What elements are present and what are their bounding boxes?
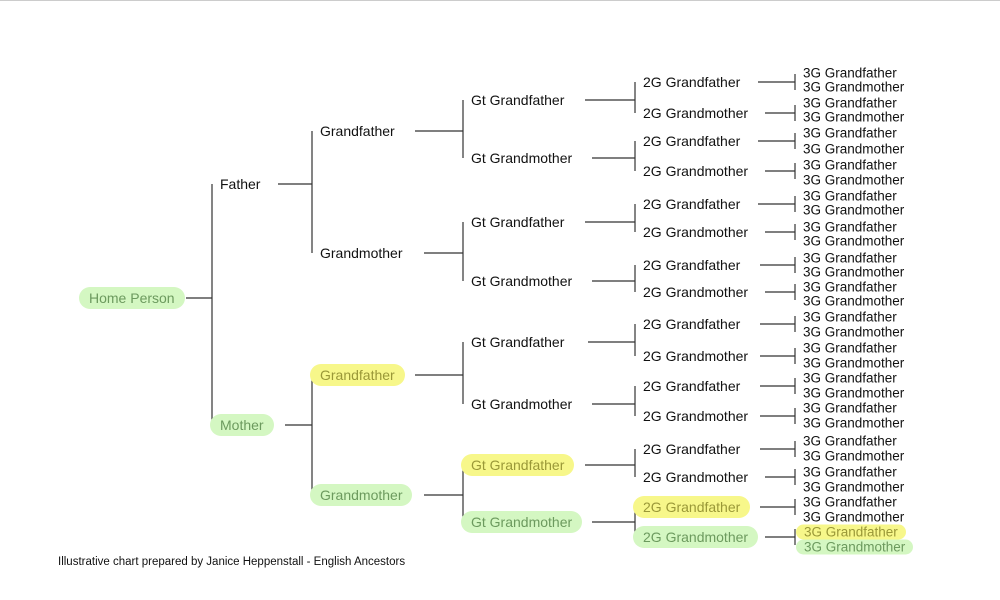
person-node: Mother bbox=[210, 414, 274, 436]
person-node: 3G Grandfather bbox=[803, 279, 897, 295]
person-node: 3G Grandmother bbox=[803, 385, 905, 401]
person-node: 2G Grandmother bbox=[643, 348, 749, 364]
chart-credit: Illustrative chart prepared by Janice He… bbox=[58, 556, 406, 568]
person-node: 2G Grandfather bbox=[643, 441, 741, 457]
person-node: 3G Grandfather bbox=[803, 464, 897, 480]
person-node: Gt Grandfather bbox=[461, 454, 575, 476]
person-node: 2G Grandmother bbox=[643, 284, 749, 300]
person-node: 3G Grandmother bbox=[803, 233, 905, 249]
person-node: Gt Grandmother bbox=[471, 396, 573, 412]
person-node: 3G Grandmother bbox=[803, 509, 905, 525]
person-node: 3G Grandfather bbox=[803, 250, 897, 266]
person-node: 3G Grandmother bbox=[803, 202, 905, 218]
person-node: 2G Grandfather bbox=[643, 196, 741, 212]
person-node: 2G Grandfather bbox=[643, 257, 741, 273]
person-node: 2G Grandmother bbox=[643, 105, 749, 121]
person-node: Gt Grandmother bbox=[471, 150, 573, 166]
person-node: 3G Grandmother bbox=[803, 79, 905, 95]
person-node: 2G Grandfather bbox=[633, 496, 751, 518]
person-node: 3G Grandmother bbox=[803, 355, 905, 371]
person-node: 3G Grandmother bbox=[803, 324, 905, 340]
person-node: 3G Grandmother bbox=[803, 264, 905, 280]
person-node: 2G Grandfather bbox=[643, 74, 741, 90]
person-node: 3G Grandfather bbox=[803, 95, 897, 111]
person-node: 2G Grandmother bbox=[643, 224, 749, 240]
person-node: 2G Grandmother bbox=[643, 163, 749, 179]
person-node: 2G Grandfather bbox=[643, 133, 741, 149]
person-node: 3G Grandfather bbox=[803, 494, 897, 510]
person-node: Grandfather bbox=[310, 364, 405, 386]
person-node: 3G Grandfather bbox=[803, 400, 897, 416]
person-node: 3G Grandmother bbox=[796, 539, 914, 555]
person-node: 2G Grandfather bbox=[643, 378, 741, 394]
person-node: 3G Grandfather bbox=[803, 125, 897, 141]
person-node: Gt Grandfather bbox=[471, 214, 565, 230]
person-node: 3G Grandfather bbox=[803, 157, 897, 173]
person-node: Gt Grandmother bbox=[471, 273, 573, 289]
person-node: 2G Grandmother bbox=[633, 526, 759, 548]
person-node: 3G Grandfather bbox=[803, 65, 897, 81]
person-node: Gt Grandfather bbox=[471, 92, 565, 108]
person-node: 3G Grandfather bbox=[803, 309, 897, 325]
person-node: Grandmother bbox=[310, 484, 413, 506]
person-node: 2G Grandfather bbox=[643, 316, 741, 332]
person-node: 2G Grandmother bbox=[643, 408, 749, 424]
person-node: 3G Grandmother bbox=[803, 172, 905, 188]
person-node: 2G Grandmother bbox=[643, 469, 749, 485]
person-node: 3G Grandmother bbox=[803, 109, 905, 125]
person-node: Home Person bbox=[79, 287, 185, 309]
person-node: 3G Grandfather bbox=[803, 433, 897, 449]
person-node: Gt Grandfather bbox=[471, 334, 565, 350]
person-node: Grandfather bbox=[320, 123, 395, 139]
person-node: 3G Grandmother bbox=[803, 448, 905, 464]
person-node: Father bbox=[220, 176, 261, 192]
person-node: Gt Grandmother bbox=[461, 511, 583, 533]
person-node: 3G Grandmother bbox=[803, 415, 905, 431]
person-node: 3G Grandmother bbox=[803, 479, 905, 495]
person-node: Grandmother bbox=[320, 245, 403, 261]
person-node: 3G Grandfather bbox=[803, 219, 897, 235]
person-node: 3G Grandfather bbox=[803, 370, 897, 386]
person-node: 3G Grandfather bbox=[803, 188, 897, 204]
person-node: 3G Grandmother bbox=[803, 293, 905, 309]
person-node: 3G Grandfather bbox=[803, 340, 897, 356]
person-node: 3G Grandfather bbox=[796, 524, 906, 540]
person-node: 3G Grandmother bbox=[803, 141, 905, 157]
